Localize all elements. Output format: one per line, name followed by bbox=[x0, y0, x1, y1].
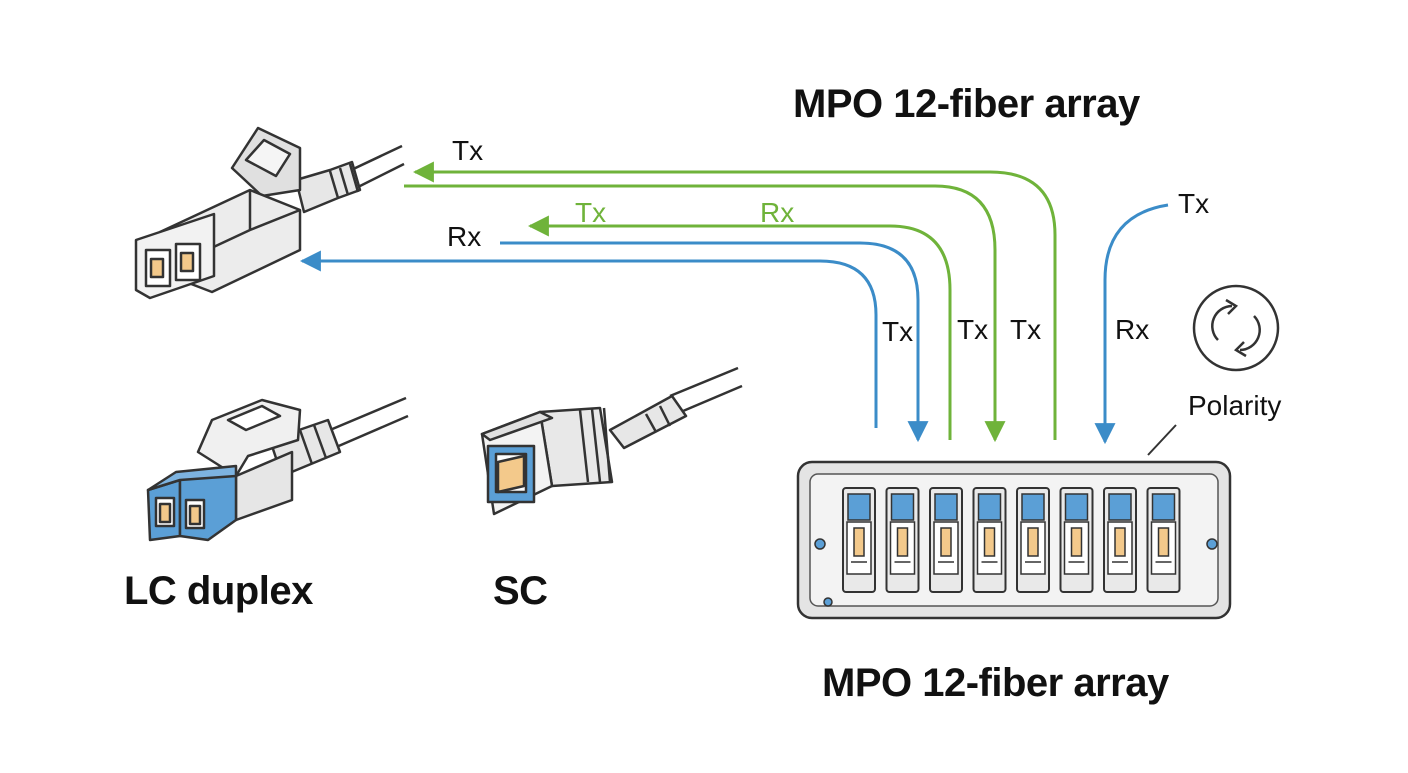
sc-connector bbox=[480, 366, 743, 516]
label-down-tx-1: Tx bbox=[882, 316, 914, 347]
polarity-leader-line bbox=[1147, 424, 1177, 456]
tx-path-second bbox=[404, 184, 1006, 443]
rx-path-mid bbox=[500, 241, 929, 443]
fiber-paths bbox=[299, 161, 1169, 445]
label-down-tx-3: Tx bbox=[1010, 314, 1042, 345]
mpo-ports bbox=[842, 487, 1181, 593]
mpo-port bbox=[842, 487, 876, 593]
tx-path-right bbox=[1094, 203, 1169, 445]
duplex-connector-top bbox=[134, 126, 405, 300]
rx-path-bottom bbox=[299, 250, 878, 428]
mpo-port bbox=[1016, 487, 1050, 593]
label-down-rx: Rx bbox=[1115, 314, 1150, 345]
tx-path-top bbox=[412, 161, 1057, 440]
title-top: MPO 12-fiber array bbox=[793, 82, 1140, 126]
label-left-rx: Rx bbox=[447, 221, 482, 252]
mpo-port bbox=[929, 487, 963, 593]
polarity-rotate-icon bbox=[1192, 284, 1280, 372]
mpo-port bbox=[1059, 487, 1094, 593]
label-lc-duplex: LC duplex bbox=[124, 569, 313, 613]
mpo-port bbox=[1103, 487, 1137, 593]
mpo-panel bbox=[796, 460, 1232, 620]
label-right-tx: Tx bbox=[1178, 188, 1210, 219]
mpo-port bbox=[1146, 487, 1181, 593]
label-mid-rx: Rx bbox=[760, 197, 795, 228]
mpo-port bbox=[972, 487, 1007, 593]
label-mid-tx: Tx bbox=[575, 197, 607, 228]
label-down-tx-2: Tx bbox=[957, 314, 989, 345]
tx-path-mid bbox=[527, 215, 952, 440]
label-sc: SC bbox=[493, 569, 548, 613]
mpo-port bbox=[885, 487, 920, 593]
lc-duplex-connector bbox=[146, 396, 409, 542]
label-polarity: Polarity bbox=[1188, 390, 1282, 421]
label-top-tx: Tx bbox=[452, 135, 484, 166]
title-bottom: MPO 12-fiber array bbox=[822, 661, 1169, 705]
